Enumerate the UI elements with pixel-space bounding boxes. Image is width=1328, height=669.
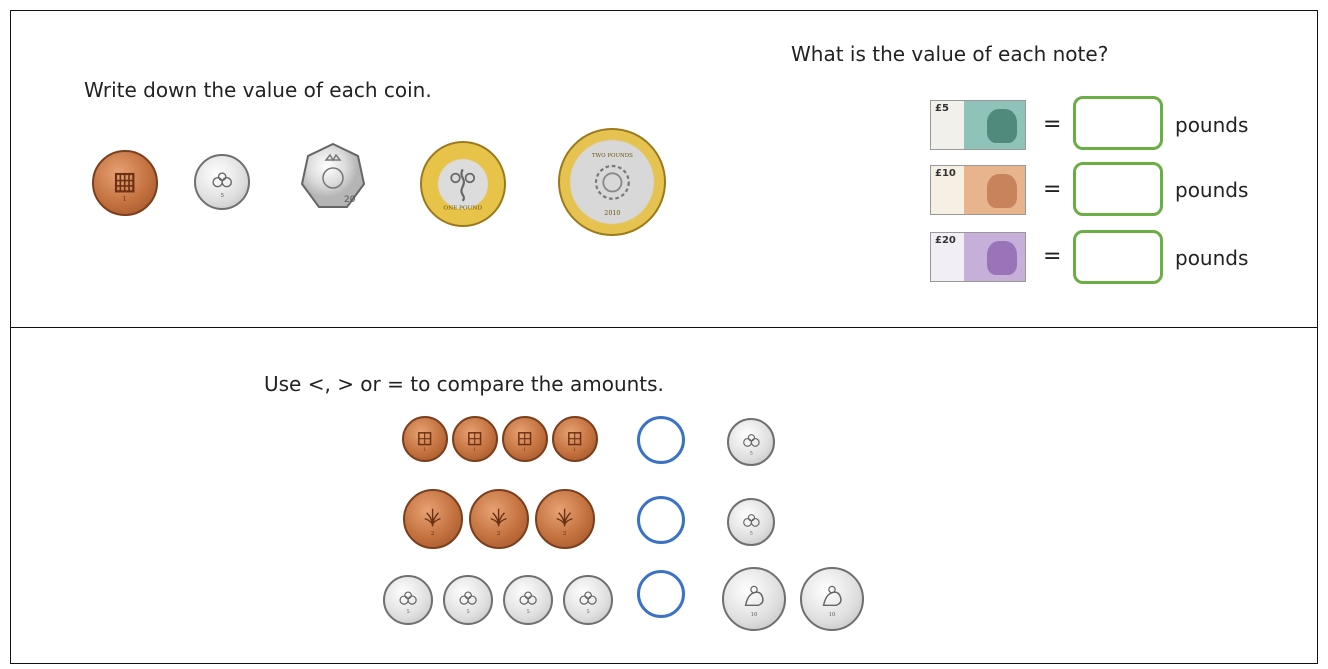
thistle-icon: 5: [212, 172, 232, 199]
gear-pattern-icon: TWO POUNDS 2010: [592, 153, 633, 217]
coin-1p: 1: [502, 416, 548, 462]
svg-text:2: 2: [563, 532, 567, 538]
thistle-icon: 5: [742, 433, 760, 456]
svg-text:TWO POUNDS: TWO POUNDS: [592, 153, 633, 159]
ten-pound-note: £10: [930, 165, 1026, 215]
queen-portrait-icon: [987, 109, 1017, 143]
coin-2p: 2: [469, 489, 529, 549]
svg-text:20: 20: [344, 195, 356, 205]
svg-text:1: 1: [424, 448, 427, 453]
svg-text:2010: 2010: [604, 209, 620, 217]
portcullis-icon: 1: [568, 432, 582, 453]
queen-portrait-icon: [987, 241, 1017, 275]
coin-5p: 5: [563, 575, 613, 625]
thistle-icon: 5: [579, 591, 597, 615]
portcullis-icon: 1: [115, 173, 135, 203]
coin-2p: 2: [535, 489, 595, 549]
equals-sign: =: [1043, 177, 1062, 202]
svg-text:5: 5: [586, 609, 589, 615]
svg-text:5: 5: [750, 530, 753, 536]
answer-box-twenty-pound[interactable]: [1073, 230, 1163, 284]
coin-10p: 10: [800, 567, 864, 631]
queen-portrait-icon: [987, 174, 1017, 208]
svg-text:1: 1: [524, 448, 527, 453]
thistle-icon: 5: [742, 513, 760, 536]
svg-text:5: 5: [406, 609, 409, 615]
lion-icon: 10: [822, 585, 842, 618]
portcullis-icon: 1: [418, 432, 432, 453]
svg-text:10: 10: [829, 612, 836, 618]
section-divider: [10, 327, 1318, 328]
svg-text:2: 2: [497, 532, 501, 538]
coin-1-pound: ONE POUND: [420, 141, 506, 227]
compare-circle-row-3[interactable]: [637, 570, 685, 618]
coin-2-pound: TWO POUNDS 2010: [558, 128, 666, 236]
coin-20p: 20: [300, 142, 366, 208]
portcullis-icon: 1: [468, 432, 482, 453]
svg-text:5: 5: [466, 609, 469, 615]
equals-sign: =: [1043, 112, 1062, 137]
answer-box-five-pound[interactable]: [1073, 96, 1163, 150]
coin-5p: 5: [727, 418, 775, 466]
twenty-pound-note: £20: [930, 232, 1026, 282]
svg-text:ONE POUND: ONE POUND: [444, 206, 483, 212]
unit-label: pounds: [1175, 178, 1249, 202]
coin-5p: 5: [443, 575, 493, 625]
svg-text:2: 2: [431, 532, 435, 538]
feather-icon: 2: [424, 509, 442, 538]
coin-1p: 1: [452, 416, 498, 462]
coin-5p: 5: [194, 154, 250, 210]
unit-label: pounds: [1175, 113, 1249, 137]
thistle-icon: 5: [399, 591, 417, 615]
answer-box-ten-pound[interactable]: [1073, 162, 1163, 216]
thistle-icon: 5: [519, 591, 537, 615]
note-question-prompt: What is the value of each note?: [791, 42, 1109, 66]
coin-2p: 2: [403, 489, 463, 549]
coin-1p: 1: [402, 416, 448, 462]
feather-icon: 2: [490, 509, 508, 538]
portcullis-icon: 1: [518, 432, 532, 453]
coin-10p: 10: [722, 567, 786, 631]
five-pound-note: £5: [930, 100, 1026, 150]
svg-text:5: 5: [220, 193, 224, 199]
equals-sign: =: [1043, 244, 1062, 269]
worksheet-frame: [10, 10, 1318, 664]
lion-icon: 10: [744, 585, 764, 618]
svg-text:5: 5: [526, 609, 529, 615]
svg-text:1: 1: [123, 195, 127, 203]
svg-text:1: 1: [574, 448, 577, 453]
coin-5p: 5: [503, 575, 553, 625]
coin-5p: 5: [383, 575, 433, 625]
compare-question-prompt: Use <, > or = to compare the amounts.: [264, 372, 664, 396]
coin-5p: 5: [727, 498, 775, 546]
coin-1p: 1: [92, 150, 158, 216]
feather-icon: 2: [556, 509, 574, 538]
coin-question-prompt: Write down the value of each coin.: [84, 78, 432, 102]
unit-label: pounds: [1175, 246, 1249, 270]
thistle-icon: 5: [459, 591, 477, 615]
svg-text:10: 10: [751, 612, 758, 618]
coin-1p: 1: [552, 416, 598, 462]
compare-circle-row-1[interactable]: [637, 416, 685, 464]
svg-text:1: 1: [474, 448, 477, 453]
compare-circle-row-2[interactable]: [637, 496, 685, 544]
svg-text:5: 5: [750, 450, 753, 456]
floral-emblem-icon: ONE POUND: [444, 169, 483, 212]
